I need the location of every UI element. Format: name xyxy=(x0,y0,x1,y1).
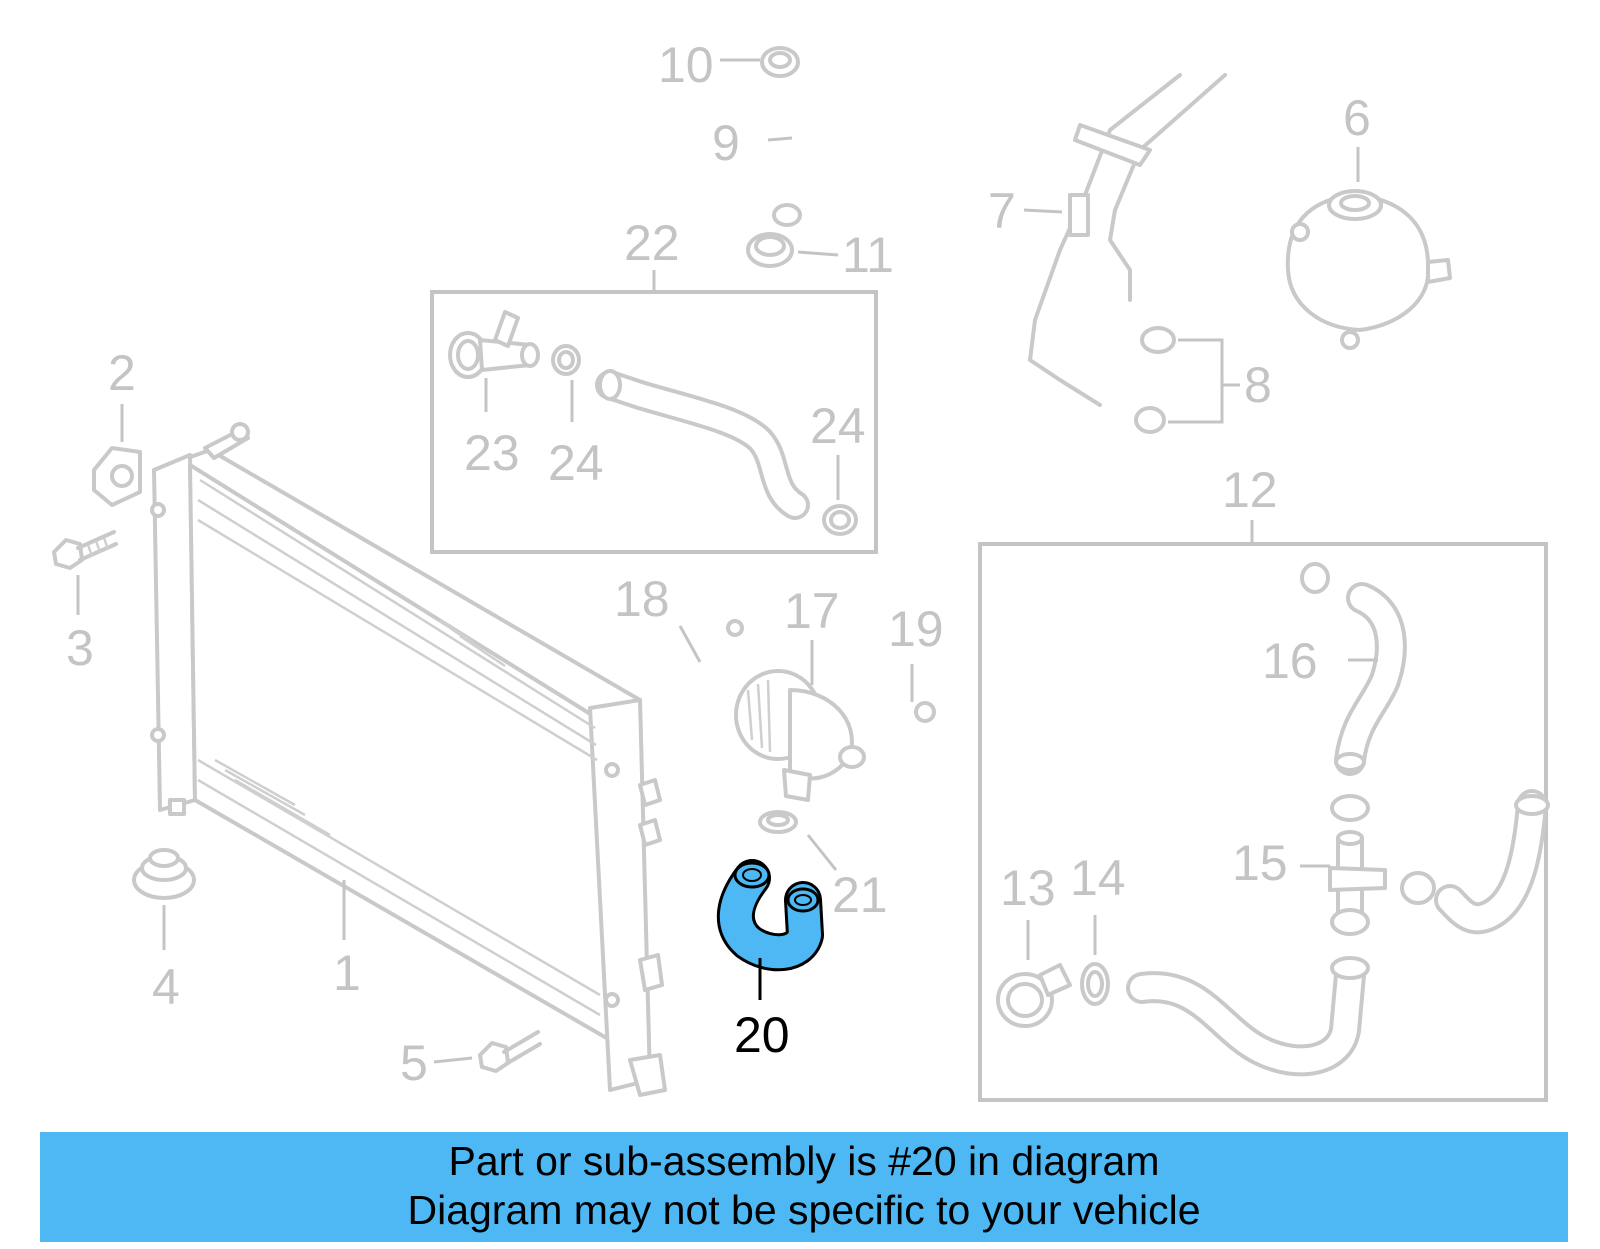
pump-part-17 xyxy=(734,669,866,802)
hose-part-20[interactable] xyxy=(716,859,824,972)
clamp-part-10 xyxy=(760,46,800,78)
flange-part-13 xyxy=(996,963,1072,1028)
clamp-part-14 xyxy=(1080,962,1110,1006)
callout-2: 2 xyxy=(108,345,136,401)
bracket-part-18 xyxy=(682,619,744,745)
bolt-part-5 xyxy=(478,1030,542,1073)
callout-23: 23 xyxy=(464,425,520,481)
callout-9: 9 xyxy=(712,115,740,171)
clamp-part-21 xyxy=(758,810,798,834)
callout-24a: 24 xyxy=(548,435,604,491)
callout-24b: 24 xyxy=(810,398,866,454)
clamp-part-24-right xyxy=(822,504,858,536)
hose-part-12-bottom xyxy=(1126,956,1370,1077)
tee-part-15 xyxy=(1328,830,1436,922)
callout-11: 11 xyxy=(842,227,894,283)
group-box-12 xyxy=(978,542,1548,1102)
banner-line-disclaimer: Diagram may not be specific to your vehi… xyxy=(407,1187,1201,1233)
callout-20[interactable]: 20 xyxy=(734,1007,790,1063)
clip-part-8-bottom xyxy=(1134,406,1166,434)
callout-10: 10 xyxy=(658,37,714,93)
hose-part-16 xyxy=(1334,582,1407,776)
callout-7: 7 xyxy=(988,183,1016,239)
clamp-part-16-top xyxy=(1300,562,1330,594)
leader-lines xyxy=(76,58,1378,1064)
bracket-part-2 xyxy=(92,446,142,507)
info-banner: Part or sub-assembly is #20 in diagram D… xyxy=(40,1132,1568,1242)
callout-18: 18 xyxy=(614,571,670,627)
callout-8: 8 xyxy=(1244,357,1272,413)
callout-19: 19 xyxy=(888,601,944,657)
mount-part-4 xyxy=(132,848,196,900)
bracket-part-19 xyxy=(869,701,936,859)
callout-5: 5 xyxy=(400,1035,428,1091)
pipe-part-7 xyxy=(1028,73,1227,407)
callout-3: 3 xyxy=(66,620,94,676)
callout-1: 1 xyxy=(333,945,361,1001)
callout-15: 15 xyxy=(1232,835,1288,891)
hose-part-9 xyxy=(772,58,916,227)
callout-16: 16 xyxy=(1262,633,1318,689)
callout-13: 13 xyxy=(1000,860,1056,916)
bolt-part-3 xyxy=(52,530,118,570)
callout-6: 6 xyxy=(1343,90,1371,146)
banner-line-part: Part or sub-assembly is #20 in diagram xyxy=(448,1138,1160,1184)
callout-21: 21 xyxy=(832,867,888,923)
clamp-part-24-left xyxy=(551,344,581,376)
radiator-part xyxy=(150,422,667,1097)
callout-22: 22 xyxy=(624,215,680,271)
callout-12: 12 xyxy=(1222,462,1278,518)
callout-17: 17 xyxy=(784,583,840,639)
clamp-part-16-bottom xyxy=(1330,794,1370,822)
flange-part-23 xyxy=(448,310,540,379)
callout-4: 4 xyxy=(152,959,180,1015)
parts-diagram: 1 2 3 4 5 6 7 8 9 10 11 12 13 14 15 16 1… xyxy=(52,37,1550,1102)
hose-part-12-right xyxy=(1434,789,1550,935)
clip-part-8-top xyxy=(1140,326,1176,354)
hose-part-22 xyxy=(595,369,810,520)
callout-14: 14 xyxy=(1070,850,1126,906)
clamp-part-11 xyxy=(746,232,794,268)
reservoir-part-6 xyxy=(1285,189,1452,350)
clamp-part-15-bottom xyxy=(1330,908,1370,936)
